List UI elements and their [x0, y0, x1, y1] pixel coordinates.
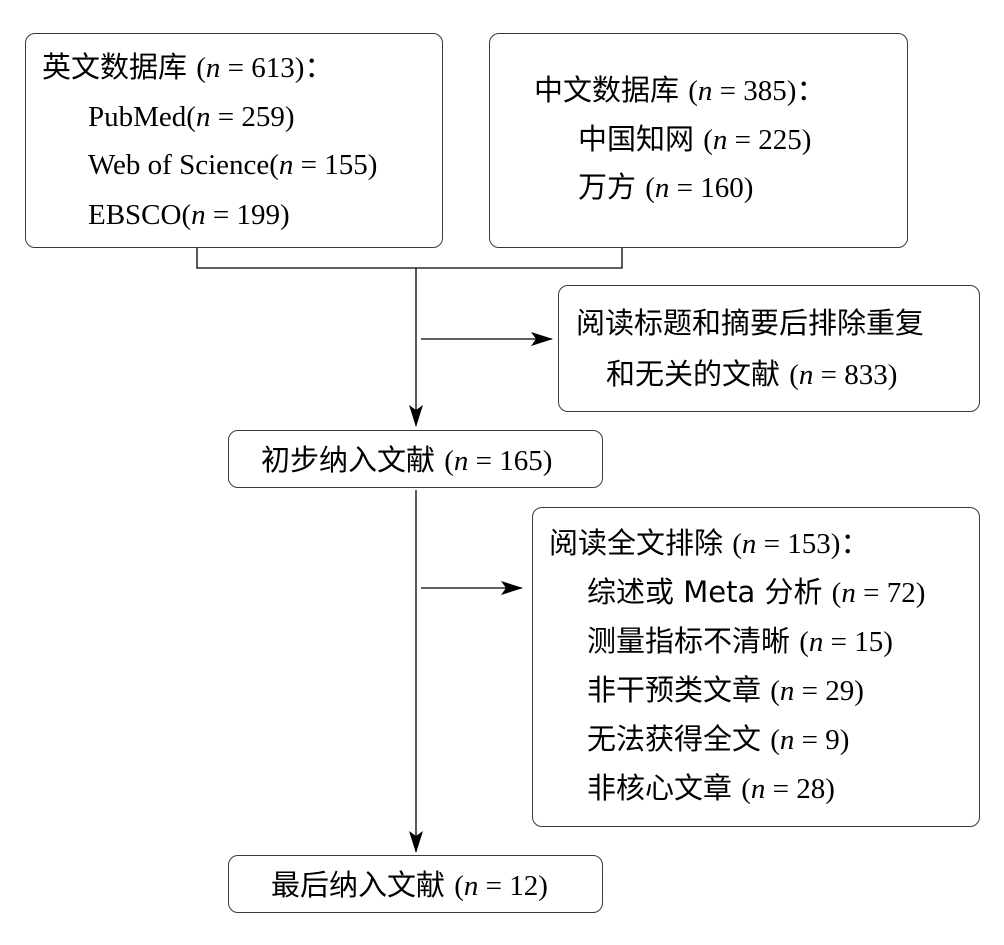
chinese-db-item-wanfang: 万方 (n = 160) [578, 170, 754, 204]
fulltext-exclusion-title: 阅读全文排除 (n = 153)： [549, 526, 870, 560]
chinese-databases-box: 中文数据库 (n = 385)： 中国知网 (n = 225) 万方 (n = … [489, 33, 908, 248]
fulltext-exclusion-reason-no-fulltext: 无法获得全文 (n = 9) [587, 722, 850, 756]
title-abstract-exclusion-box: 阅读标题和摘要后排除重复 和无关的文献 (n = 833) [558, 285, 980, 412]
fulltext-exclusion-reason-unclear-measures: 测量指标不清晰 (n = 15) [587, 624, 893, 658]
chinese-db-item-cnki: 中国知网 (n = 225) [578, 122, 812, 156]
chinese-databases-title: 中文数据库 (n = 385)： [534, 73, 826, 107]
initial-include-box: 初步纳入文献 (n = 165) [228, 430, 603, 488]
title-abstract-exclusion-line1: 阅读标题和摘要后排除重复 [576, 306, 925, 340]
fulltext-exclusion-reason-non-core: 非核心文章 (n = 28) [587, 771, 835, 805]
final-include-box: 最后纳入文献 (n = 12) [228, 855, 603, 913]
fulltext-exclusion-reason-review: 综述或 Meta 分析 (n = 72) [587, 575, 926, 609]
fulltext-exclusion-reason-non-intervention: 非干预类文章 (n = 29) [587, 673, 864, 707]
fulltext-exclusion-box: 阅读全文排除 (n = 153)： 综述或 Meta 分析 (n = 72) 测… [532, 507, 980, 827]
final-include-label: 最后纳入文献 (n = 12) [271, 868, 548, 902]
initial-include-label: 初步纳入文献 (n = 165) [261, 443, 553, 477]
merge-bracket [196, 248, 623, 269]
title-abstract-exclusion-line2: 和无关的文献 (n = 833) [606, 357, 898, 391]
english-db-item-pubmed: PubMed(n = 259) [88, 101, 295, 133]
english-databases-box: 英文数据库 (n = 613)： PubMed(n = 259) Web of … [25, 33, 443, 248]
english-databases-title: 英文数据库 (n = 613)： [42, 50, 334, 84]
english-db-item-ebsco: EBSCO(n = 199) [88, 199, 290, 231]
english-db-item-web-of-science: Web of Science(n = 155) [88, 149, 378, 181]
